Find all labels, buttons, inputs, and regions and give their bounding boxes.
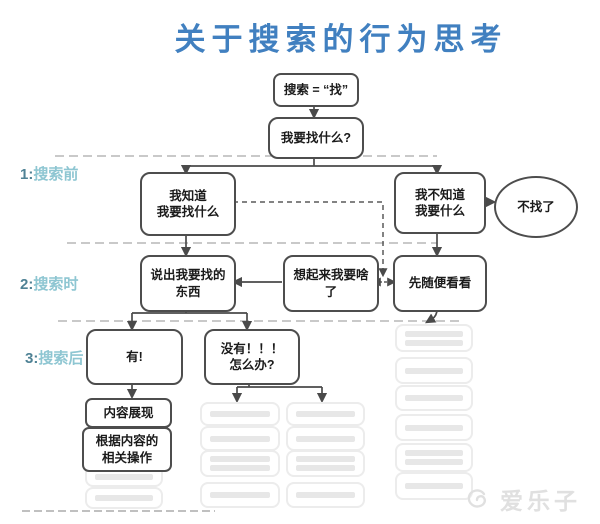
section-text: 搜索前 xyxy=(33,166,79,183)
ghost-text-bar xyxy=(405,450,463,456)
ghost-text-bar xyxy=(210,411,270,417)
section-text: 搜索时 xyxy=(33,276,79,293)
ghost-text-bar xyxy=(296,435,355,442)
ghost-text-bar xyxy=(405,330,463,337)
ghost-text-bar xyxy=(405,395,463,401)
section-label-during-search: 2:搜索时 xyxy=(20,273,78,294)
faded-box xyxy=(200,402,280,426)
node-give-up: 不找了 xyxy=(494,176,578,238)
ghost-text-bar xyxy=(210,465,270,471)
section-number: 3: xyxy=(25,350,39,367)
node-found: 有! xyxy=(86,329,183,385)
page-title: 关于搜索的行为思考 xyxy=(174,22,508,57)
faded-box xyxy=(286,426,365,451)
node-search-definition: 搜索 = “找” xyxy=(273,73,359,107)
dashed-know-to-junction xyxy=(233,201,388,278)
ghost-text-bar xyxy=(405,339,463,346)
faded-box xyxy=(395,443,473,472)
ghost-text-bar xyxy=(210,456,270,462)
section-number: 1: xyxy=(20,166,34,183)
node-dont-know-what-i-want: 我不知道 我要什么 xyxy=(394,172,486,234)
watermark-text: 爱乐子 xyxy=(500,488,581,514)
watermark: 爱乐子 xyxy=(462,482,581,516)
ghost-text-bar xyxy=(210,492,270,498)
ghost-text-bar xyxy=(95,473,153,480)
section-text: 搜索后 xyxy=(38,350,84,367)
ghost-text-bar xyxy=(405,367,463,374)
ghost-text-bar xyxy=(296,465,355,471)
node-related-operations: 根据内容的 相关操作 xyxy=(82,427,172,472)
faded-box xyxy=(395,385,473,411)
section-label-before-search: 1:搜索前 xyxy=(20,163,78,184)
faded-box xyxy=(286,402,365,426)
faded-box xyxy=(395,324,473,352)
faded-box xyxy=(200,426,280,451)
ghost-text-bar xyxy=(405,424,463,431)
node-remembered: 想起来我要啥 了 xyxy=(283,255,379,312)
faded-box xyxy=(395,357,473,384)
faded-box xyxy=(286,450,365,477)
ghost-text-bar xyxy=(210,435,270,442)
node-say-what-i-want: 说出我要找的 东西 xyxy=(140,255,236,312)
node-know-what-i-want: 我知道 我要找什么 xyxy=(140,172,236,236)
node-not-found: 没有！！！ 怎么办? xyxy=(204,329,300,385)
ghost-text-bar xyxy=(296,411,355,417)
ghost-text-bar xyxy=(296,456,355,462)
node-browse-casually: 先随便看看 xyxy=(393,255,487,312)
faded-box xyxy=(395,414,473,441)
node-what-to-find: 我要找什么? xyxy=(268,117,364,159)
faded-box xyxy=(85,487,163,509)
faded-box xyxy=(200,450,280,477)
ghost-text-bar xyxy=(405,459,463,465)
node-content-display: 内容展现 xyxy=(85,398,172,428)
watermark-logo-icon xyxy=(467,489,486,508)
ghost-text-bar xyxy=(405,483,463,489)
ghost-text-bar xyxy=(296,492,355,498)
section-number: 2: xyxy=(20,276,34,293)
faded-box xyxy=(286,482,365,508)
ghost-text-bar xyxy=(95,495,153,501)
faded-box xyxy=(395,472,473,500)
section-label-after-search: 3:搜索后 xyxy=(25,347,83,368)
faded-box xyxy=(200,482,280,508)
